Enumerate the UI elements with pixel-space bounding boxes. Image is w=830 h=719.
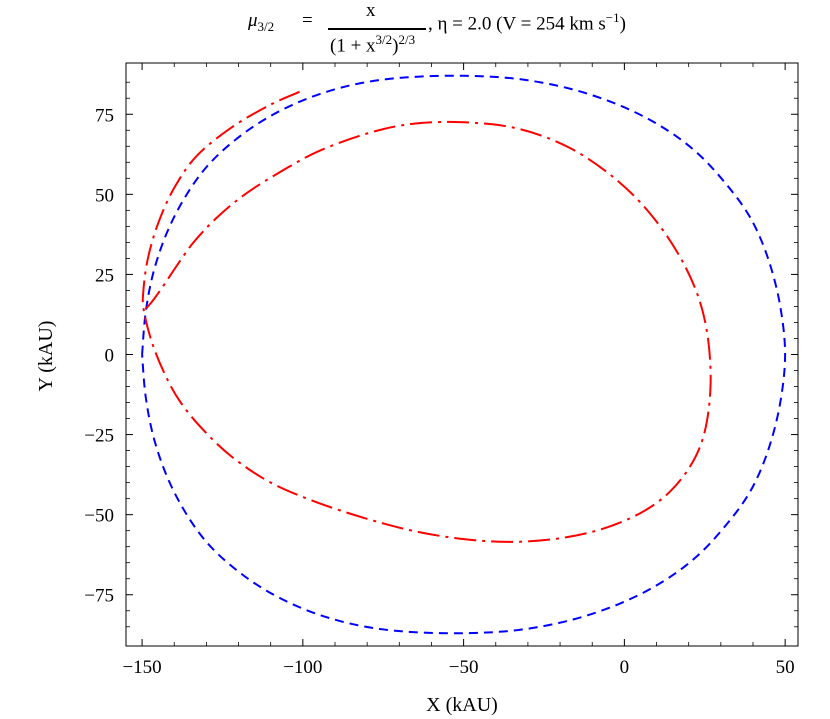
title-denominator: (1 + x3/2)2/3: [330, 32, 415, 57]
x-tick-label: 50: [776, 657, 795, 678]
title-denominator-end: ): [392, 35, 399, 57]
data-series: [141, 74, 787, 635]
title-tail-end: ): [619, 13, 626, 35]
title-equals: =: [302, 10, 313, 31]
title-tail: , η = 2.0 (V = 254 km s−1): [428, 10, 626, 35]
title-tail-sup: −1: [605, 10, 620, 25]
axis-tick-labels: −150 −100 −50 0 50 −75 −50 −25 0 25 50 75: [84, 105, 794, 678]
title-tail-start: , η = 2.0 (V = 254 km s: [428, 13, 606, 35]
x-tick-label: 0: [620, 657, 630, 678]
y-axis-label: Y (kAU): [35, 321, 57, 392]
series-dashed-line: [141, 74, 787, 635]
title-mu: μ3/2: [248, 10, 274, 35]
title-fraction-bar: [328, 28, 426, 30]
y-tick-label: 75: [95, 105, 114, 126]
title-numerator: x: [366, 0, 376, 21]
series-dash-dot-line: [141, 90, 712, 543]
x-tick-label: −150: [122, 657, 161, 678]
title-denominator-outer-sup: 2/3: [398, 32, 416, 47]
y-tick-label: −25: [84, 426, 114, 447]
title-mu-symbol: μ: [248, 10, 258, 31]
plot-frame: [125, 62, 799, 647]
y-tick-label: −50: [84, 506, 114, 527]
x-axis-label: X (kAU): [426, 694, 498, 716]
axis-ticks: [126, 63, 798, 646]
y-tick-label: 50: [95, 185, 114, 206]
y-tick-label: 0: [105, 346, 115, 367]
title-mu-subscript: 3/2: [257, 18, 275, 34]
title-denominator-inner-sup: 3/2: [375, 32, 393, 47]
chart-title: μ3/2 = x (1 + x3/2)2/3 , η = 2.0 (V = 25…: [0, 0, 830, 62]
x-tick-label: −50: [449, 657, 479, 678]
title-denominator-start: (1 + x: [330, 35, 376, 57]
x-tick-label: −100: [283, 657, 322, 678]
y-tick-label: 25: [95, 265, 114, 286]
y-tick-label: −75: [84, 586, 114, 607]
